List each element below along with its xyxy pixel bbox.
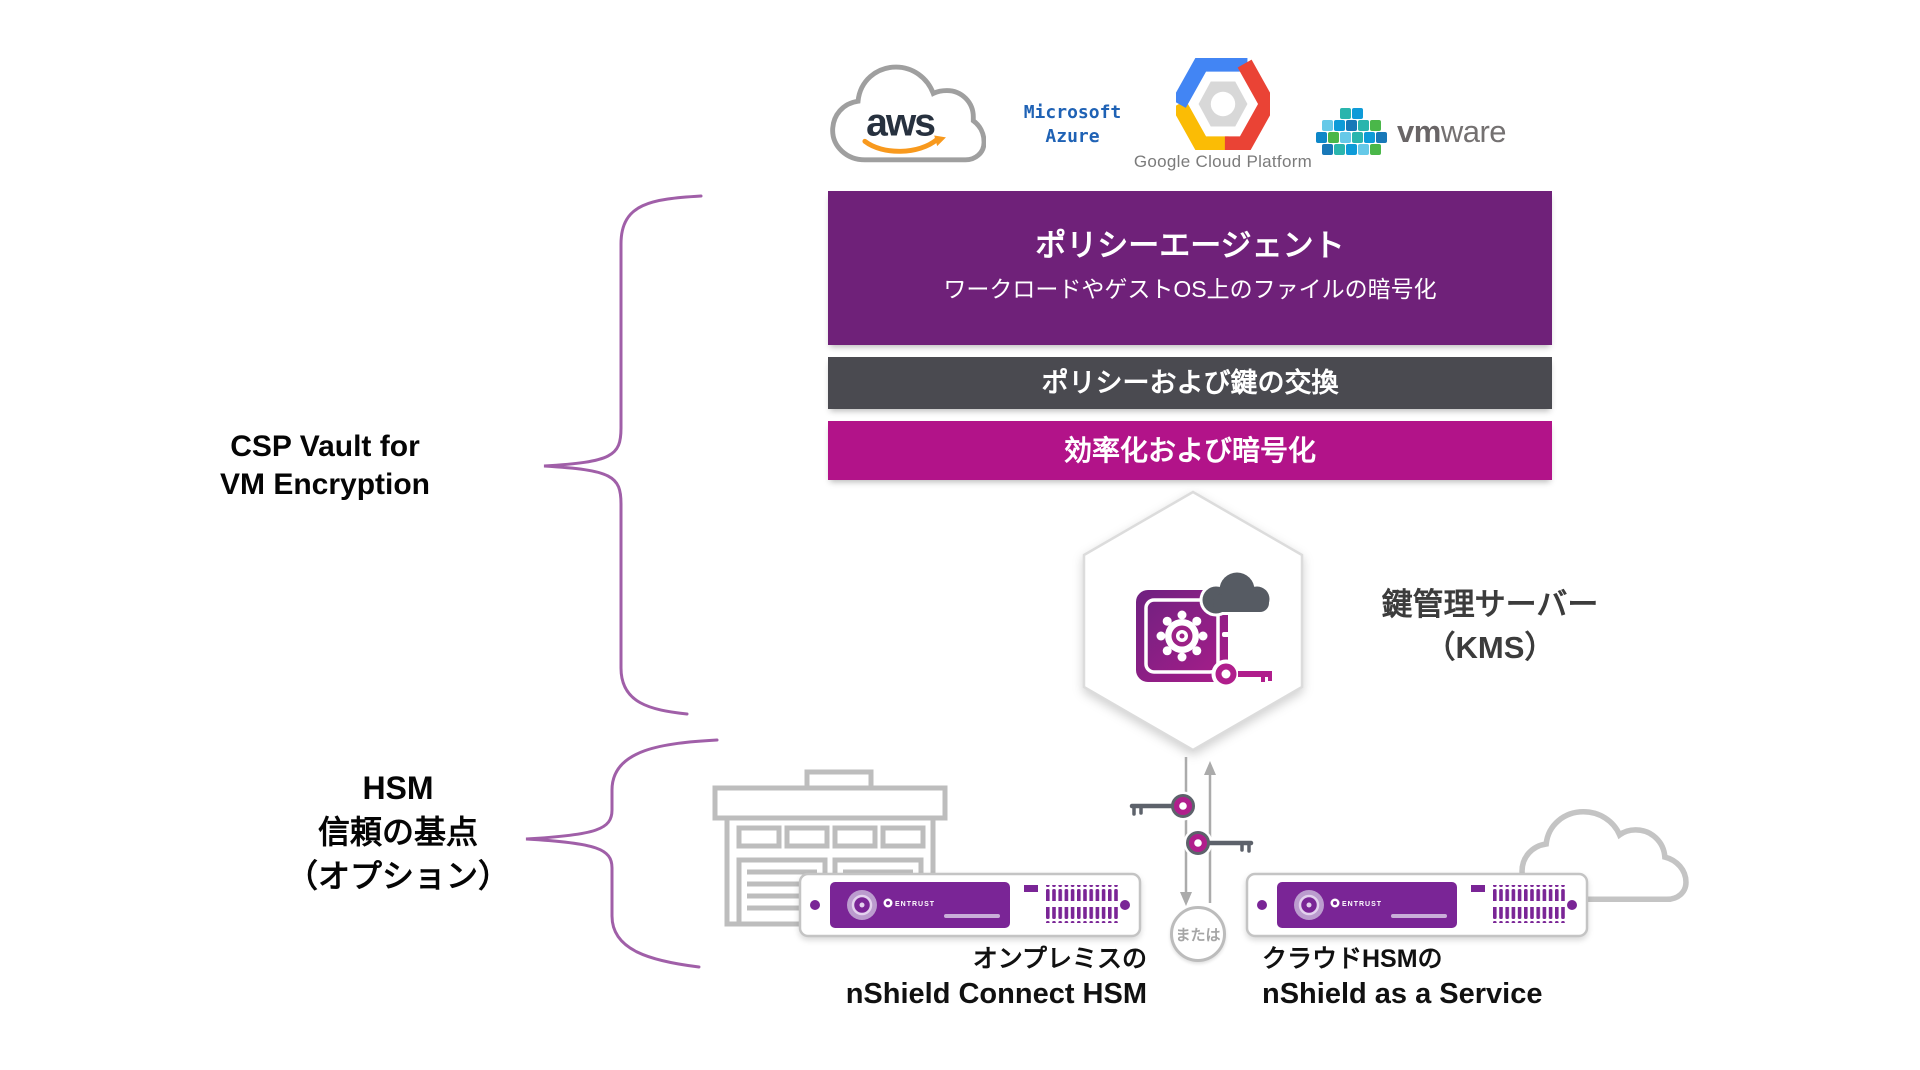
- kms-label-line2: （KMS）: [1424, 630, 1556, 665]
- screw-icon: [1257, 900, 1267, 910]
- or-badge: または: [1170, 906, 1226, 962]
- onprem-label-line2: nShield Connect HSM: [845, 978, 1147, 1010]
- kms-hexagon-icon: [1082, 490, 1304, 752]
- vmware-label-ware: ware: [1440, 114, 1507, 149]
- csp-brace: [543, 194, 703, 716]
- azure-line1: Microsoft: [1023, 102, 1122, 123]
- csp-vault-line2: VM Encryption: [219, 468, 430, 501]
- screw-icon: [1120, 900, 1130, 910]
- cloud-hsm-label-line2: nShield as a Service: [1262, 978, 1543, 1010]
- kms-label-line1: 鍵管理サーバー: [1381, 587, 1599, 622]
- onprem-label-line1: オンプレミスの: [972, 945, 1147, 973]
- hsm-root-line2: 信頼の基点: [317, 814, 478, 850]
- safe-dial-icon: [1156, 610, 1208, 662]
- gcp-logo-icon: [1176, 58, 1270, 150]
- cloud-dark-icon: [1199, 569, 1273, 617]
- onprem-hsm-appliance: ENTRUST: [798, 872, 1142, 938]
- appliance-front-panel: ENTRUST: [1277, 882, 1457, 928]
- vmware-logo: vmware: [1314, 104, 1507, 160]
- entrust-brand-label: ENTRUST: [895, 901, 935, 908]
- azure-line2: Azure: [1045, 126, 1100, 147]
- vent-grille-icon: [1044, 885, 1118, 901]
- efficiency-label: 効率化および暗号化: [1063, 435, 1316, 466]
- aws-swoosh-icon: [862, 136, 940, 154]
- azure-logo-label: Microsoft Azure: [1000, 101, 1145, 149]
- key-exchange-bar: ポリシーおよび鍵の交換: [828, 357, 1552, 409]
- entrust-brand-label: ENTRUST: [1342, 901, 1382, 908]
- cloud-hsm-label: クラウドHSMの nShield as a Service: [1262, 942, 1642, 1013]
- efficiency-bar: 効率化および暗号化: [828, 421, 1552, 480]
- appliance-front-panel: ENTRUST: [830, 882, 1010, 928]
- screw-icon: [1567, 900, 1577, 910]
- key-down-arrow: [1180, 757, 1192, 906]
- kms-label: 鍵管理サーバー （KMS）: [1330, 583, 1650, 669]
- vmware-label-vm: vm: [1397, 114, 1441, 149]
- cloud-hsm-appliance: ENTRUST: [1245, 872, 1589, 938]
- policy-agent-bar: ポリシーエージェント ワークロードやゲストOS上のファイルの暗号化: [828, 191, 1552, 345]
- cloud-hsm-label-line1: クラウドHSMの: [1262, 945, 1443, 973]
- hsm-root-label: HSM 信頼の基点 （オプション）: [240, 766, 556, 898]
- datacenter-building-icon: [712, 769, 948, 927]
- aws-label: aws: [866, 101, 935, 144]
- policy-agent-title: ポリシーエージェント: [1035, 228, 1345, 263]
- key-icon-left: [1127, 791, 1198, 821]
- csp-vault-label: CSP Vault for VM Encryption: [170, 428, 480, 504]
- aws-cloud-icon: aws: [830, 64, 986, 163]
- vmware-cloud-icon: [1316, 108, 1387, 155]
- hsm-root-line1: HSM: [362, 770, 434, 806]
- screw-icon: [810, 900, 820, 910]
- policy-agent-subtitle: ワークロードやゲストOS上のファイルの暗号化: [943, 276, 1437, 302]
- key-icon-right: [1183, 828, 1256, 858]
- gcp-label: Google Cloud Platform: [1133, 152, 1313, 171]
- onprem-hsm-label: オンプレミスの nShield Connect HSM: [795, 942, 1147, 1013]
- key-up-arrow: [1204, 761, 1216, 903]
- key-exchange-label: ポリシーおよび鍵の交換: [1041, 368, 1339, 398]
- vent-grille-icon: [1491, 885, 1565, 901]
- kms-key-icon: [1211, 659, 1279, 689]
- hsm-root-line3: （オプション）: [285, 858, 510, 894]
- vmware-label: vmware: [1397, 114, 1507, 150]
- csp-vault-line1: CSP Vault for: [230, 430, 420, 463]
